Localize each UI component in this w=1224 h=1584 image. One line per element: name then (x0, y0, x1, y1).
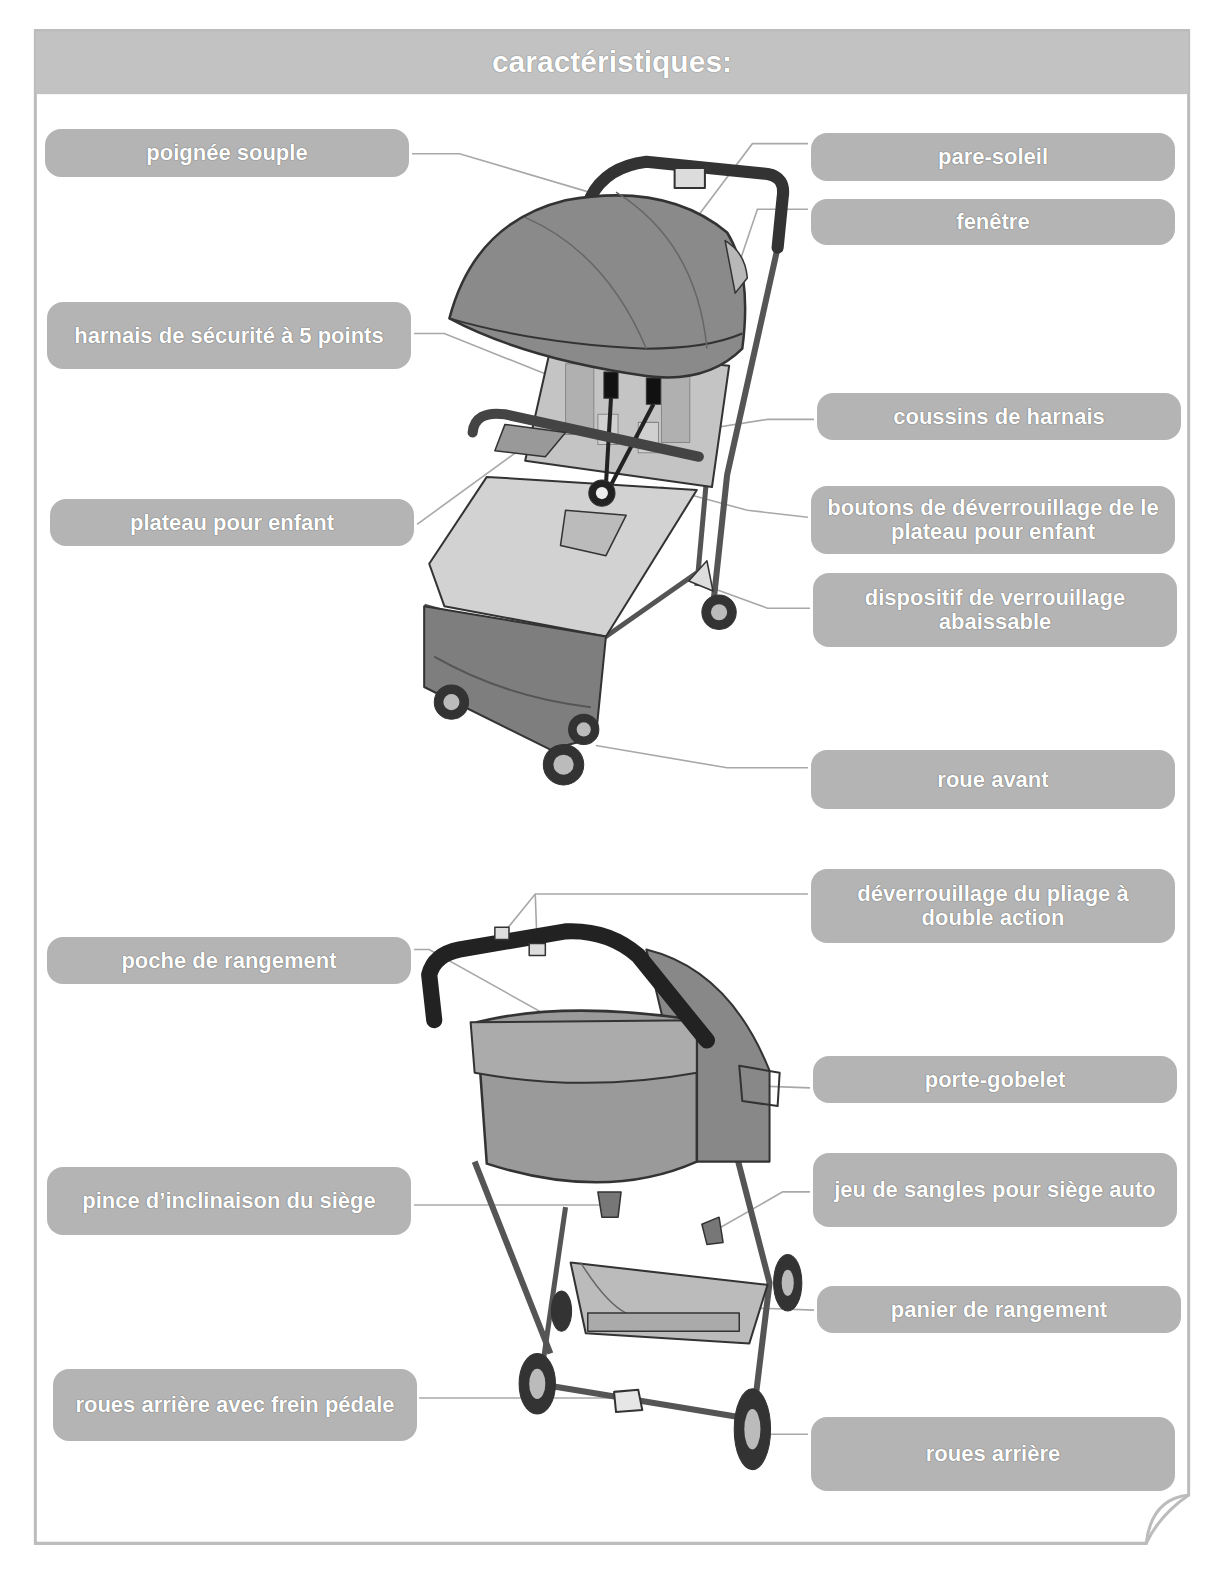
callout-label: roue avant (811, 750, 1175, 809)
callout-label: dispositif de verrouillage abaissable (813, 573, 1177, 647)
callout-label: harnais de sécurité à 5 points (47, 302, 411, 369)
part-name: harnais de sécurité à 5 points (74, 324, 383, 348)
stroller-front-view (424, 162, 783, 785)
leader-lines (412, 144, 814, 1435)
callout-label: porte-gobelet (813, 1056, 1177, 1103)
callout-label: boutons de déverrouillage de le plateau … (811, 486, 1175, 554)
stroller-rear-view (429, 927, 802, 1469)
part-name: roue avant (937, 768, 1048, 792)
part-name: fenêtre (956, 210, 1029, 234)
page-frame (35, 31, 1188, 1544)
page-title: caractéristiques: (36, 44, 1188, 80)
part-name: jeu de sangles pour siège auto (834, 1178, 1156, 1202)
callout-label: panier de rangement (817, 1286, 1181, 1333)
part-name: poche de rangement (121, 949, 336, 973)
part-name: poignée souple (146, 141, 307, 165)
part-name: dispositif de verrouillage abaissable (827, 586, 1163, 634)
callout-label: pare-soleil (811, 133, 1175, 181)
callout-label: poignée souple (45, 129, 409, 177)
part-name: pare-soleil (938, 145, 1048, 169)
callout-label: plateau pour enfant (50, 499, 414, 546)
part-name: boutons de déverrouillage de le plateau … (825, 496, 1161, 544)
callout-label: fenêtre (811, 199, 1175, 245)
part-name: pince d’inclinaison du siège (82, 1189, 375, 1213)
part-name: panier de rangement (891, 1298, 1107, 1322)
part-name: porte-gobelet (925, 1068, 1066, 1092)
callout-label: pince d’inclinaison du siège (47, 1167, 411, 1235)
callout-label: roues arrière (811, 1417, 1175, 1491)
part-name: déverrouillage du pliage à double action (825, 882, 1161, 930)
callout-label: coussins de harnais (817, 393, 1181, 440)
part-name: plateau pour enfant (130, 511, 334, 535)
callout-label: roues arrière avec frein pédale (53, 1369, 417, 1441)
callout-label: jeu de sangles pour siège auto (813, 1153, 1177, 1227)
callout-label: déverrouillage du pliage à double action (811, 869, 1175, 943)
callout-label: poche de rangement (47, 937, 411, 984)
part-name: coussins de harnais (893, 405, 1105, 429)
part-name: roues arrière avec frein pédale (75, 1393, 394, 1417)
part-name: roues arrière (926, 1442, 1061, 1466)
